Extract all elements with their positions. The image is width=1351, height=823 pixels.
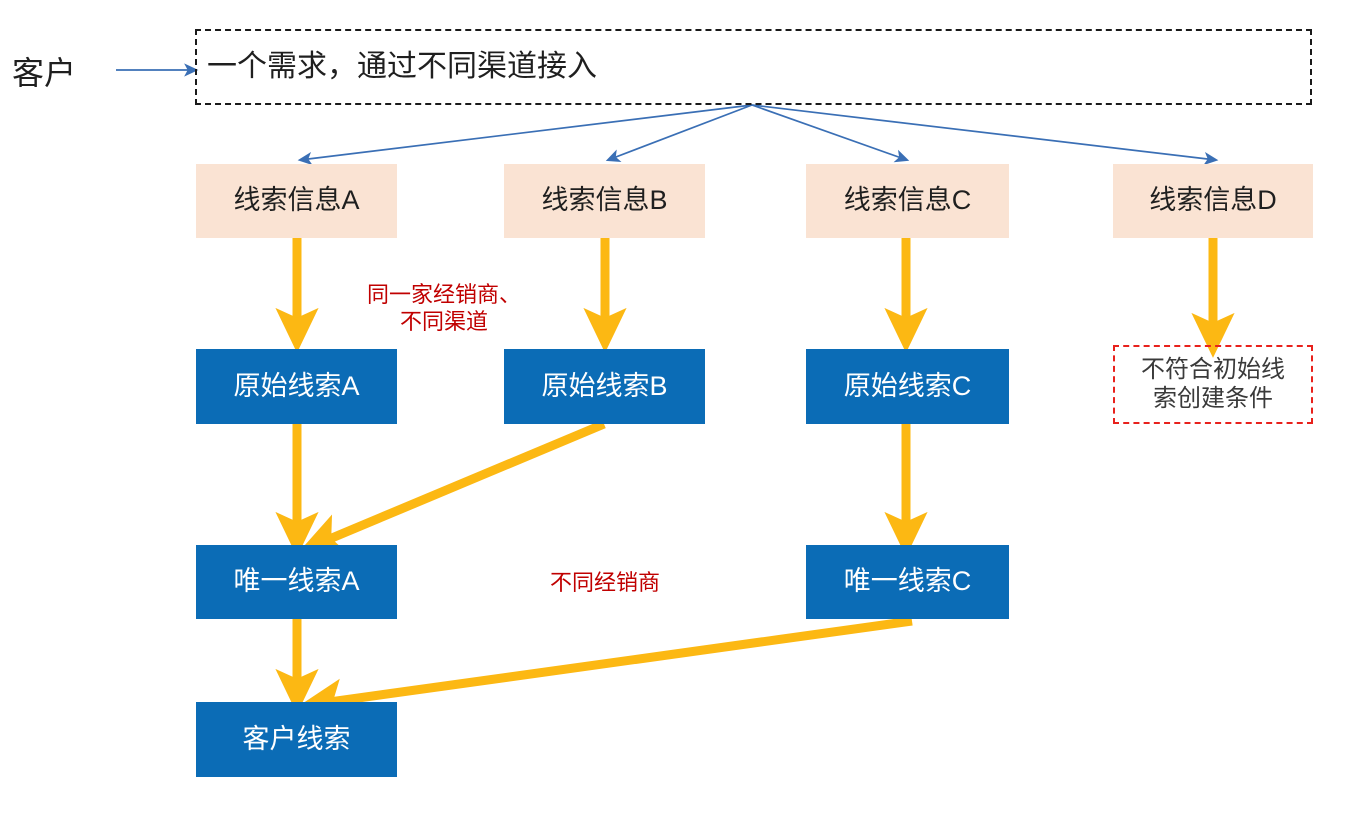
edge-intake-to-lead-a: [297, 104, 753, 166]
lead-info-box-a[interactable]: 线索信息A: [196, 164, 397, 238]
unique-lead-box-c[interactable]: 唯一线索C: [806, 545, 1009, 619]
lead-info-box-c[interactable]: 线索信息C: [806, 164, 1009, 238]
edge-raw-b-to-unique-a: [298, 419, 606, 555]
raw-lead-box-c[interactable]: 原始线索C: [806, 349, 1009, 424]
customer-lead-box[interactable]: 客户线索: [196, 702, 397, 777]
annotation-same-dealer: 同一家经销商、 不同渠道: [366, 282, 521, 334]
unique-lead-box-a[interactable]: 唯一线索A: [196, 545, 397, 619]
edge-intake-to-lead-b: [605, 104, 753, 162]
edge-intake-to-lead-d: [751, 104, 1219, 166]
intake-box: 一个需求，通过不同渠道接入: [195, 29, 1312, 105]
lead-info-box-b[interactable]: 线索信息B: [504, 164, 705, 238]
annotation-different-dealer: 不同经销商: [549, 570, 660, 595]
edge-intake-to-lead-c: [751, 104, 910, 163]
raw-lead-box-a[interactable]: 原始线索A: [196, 349, 397, 424]
customer-label: 客户: [12, 55, 77, 91]
reject-box-d: 不符合初始线 索创建条件: [1113, 345, 1313, 424]
edge-unique-c-to-customer-lead: [298, 616, 913, 722]
raw-lead-box-b[interactable]: 原始线索B: [504, 349, 705, 424]
lead-info-box-d[interactable]: 线索信息D: [1113, 164, 1313, 238]
